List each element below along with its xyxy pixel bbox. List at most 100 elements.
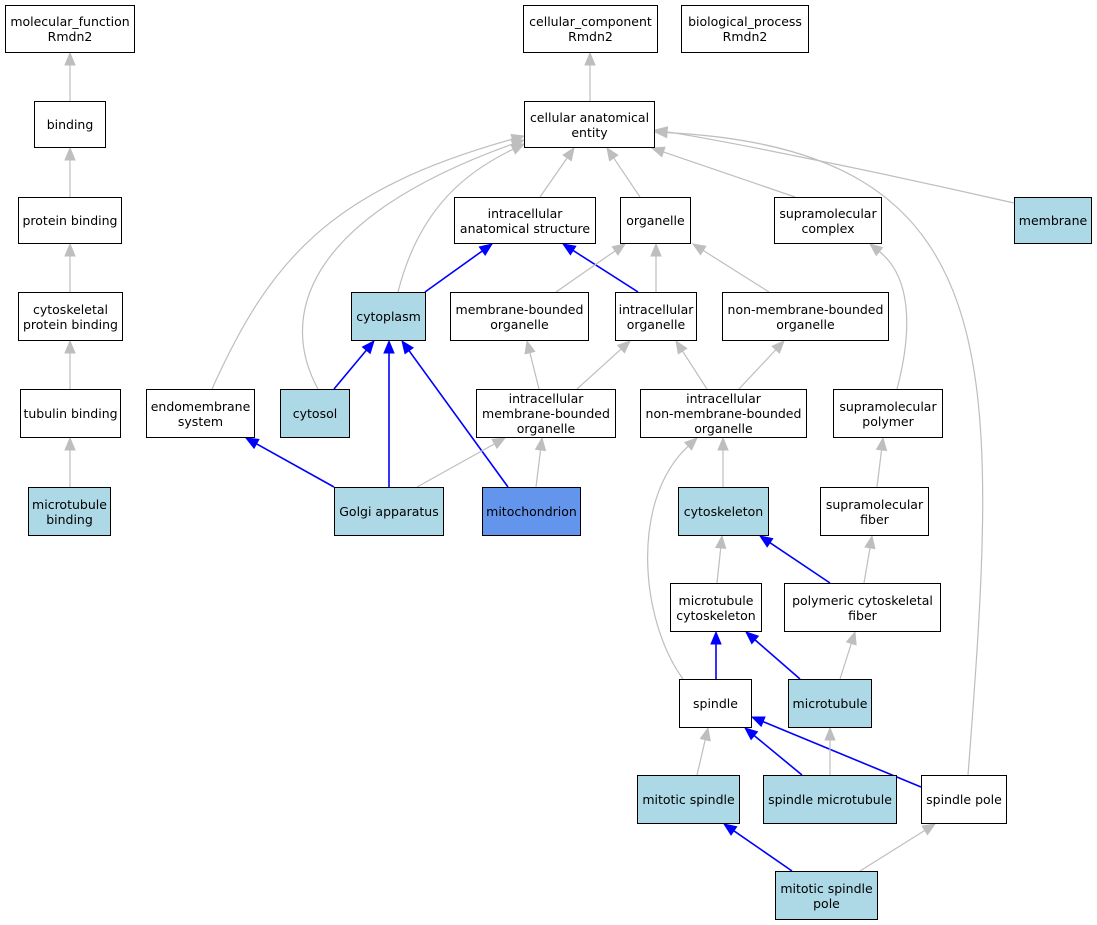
go-term-organelle[interactable]: organelle — [620, 197, 691, 244]
edge-microtubule-part-of-microtubule-cytoskeleton-arrowhead — [745, 631, 760, 645]
edge-mitochondrion-is-a-intracellular-membrane-bounded-organelle-line — [535, 449, 542, 488]
edge-polymeric-cytoskeletal-fiber-is-a-supramolecular-fiber-line — [863, 547, 871, 584]
edge-cytoplasm-is-a-cellular-anatomical-entity-line — [397, 148, 514, 293]
edge-golgi-apparatus-part-of-endomembrane-system-arrowhead — [244, 437, 260, 450]
go-term-label: pole — [813, 895, 840, 911]
edge-endomembrane-system-is-a-cellular-anatomical-entity — [211, 133, 526, 390]
go-term-label: molecular_function — [10, 14, 130, 29]
go-term-tubulin-binding[interactable]: tubulin binding — [20, 389, 121, 438]
edge-spindle-part-of-microtubule-cytoskeleton — [710, 630, 722, 679]
edge-organelle-is-a-cellular-anatomical-entity-arrowhead — [606, 146, 619, 162]
go-term-label: intracellular — [618, 301, 694, 317]
edge-binding-is-a-molecular-function — [64, 51, 76, 101]
go-term-microtubule[interactable]: microtubule — [788, 679, 872, 728]
edge-organelle-is-a-cellular-anatomical-entity-line — [613, 157, 641, 198]
edge-membrane-bounded-organelle-is-a-organelle-arrowhead — [611, 243, 627, 256]
edge-cytosol-is-a-cellular-anatomical-entity — [301, 138, 526, 390]
go-term-cytoskeleton[interactable]: cytoskeleton — [678, 487, 769, 536]
edge-cellular-anatomical-entity-is-a-cellular-component-arrowhead — [584, 51, 596, 66]
edge-polymeric-cytoskeletal-fiber-part-of-cytoskeleton — [758, 535, 831, 584]
edge-cytoskeletal-protein-binding-is-a-protein-binding — [64, 242, 76, 292]
edge-golgi-apparatus-part-of-cytoplasm-arrowhead — [383, 339, 395, 354]
edge-spindle-microtubule-part-of-spindle — [743, 727, 803, 776]
go-term-label: membrane-bounded — [482, 406, 610, 421]
go-term-label: fiber — [848, 607, 877, 623]
edge-intracellular-membrane-bounded-organelle-is-a-membrane-bounded-organelle — [524, 339, 540, 390]
go-term-label: membrane-bounded — [455, 301, 584, 317]
edge-intracellular-non-membrane-bounded-organelle-is-a-intracellular-organelle — [675, 339, 708, 390]
edge-supramolecular-complex-is-a-cellular-anatomical-entity — [650, 146, 796, 198]
edge-mitochondrion-is-a-intracellular-membrane-bounded-organelle — [534, 436, 547, 488]
edge-protein-binding-is-a-binding — [64, 146, 76, 197]
go-term-label: Rmdn2 — [568, 29, 613, 44]
go-term-label: fiber — [860, 511, 889, 527]
edge-intracellular-non-membrane-bounded-organelle-is-a-non-membrane-bounded-organelle-line — [738, 349, 777, 390]
edge-intracellular-membrane-bounded-organelle-is-a-membrane-bounded-organelle-line — [529, 352, 540, 390]
edge-non-membrane-bounded-organelle-is-a-organelle-line — [702, 249, 770, 293]
edge-endomembrane-system-is-a-cellular-anatomical-entity-arrowhead — [510, 133, 526, 145]
go-term-label: microtubule — [678, 592, 754, 608]
edge-mitotic-spindle-pole-is-a-spindle-pole-arrowhead — [921, 823, 937, 836]
edge-cytoplasm-part-of-intracellular-anatomical-structure-arrowhead — [478, 243, 494, 256]
edge-tubulin-binding-is-a-cytoskeletal-protein-binding — [64, 339, 76, 389]
go-term-label: cytoplasm — [356, 309, 421, 324]
edge-polymeric-cytoskeletal-fiber-is-a-supramolecular-fiber-arrowhead — [864, 534, 876, 550]
go-term-label: intracellular — [508, 391, 584, 406]
edge-cytoskeleton-is-a-intracellular-non-membrane-bounded-organelle-arrowhead — [717, 436, 729, 451]
edge-intracellular-membrane-bounded-organelle-is-a-intracellular-organelle-line — [576, 348, 622, 390]
go-term-spindle-pole[interactable]: spindle pole — [921, 775, 1007, 824]
go-term-spindle-microtubule[interactable]: spindle microtubule — [763, 775, 897, 824]
edge-organelle-is-a-cellular-anatomical-entity — [606, 146, 641, 198]
go-term-cytosol[interactable]: cytosol — [280, 389, 350, 438]
go-term-spindle[interactable]: spindle — [679, 679, 752, 728]
edge-golgi-apparatus-is-a-intracellular-membrane-bounded-organelle — [416, 437, 507, 488]
edge-intracellular-non-membrane-bounded-organelle-is-a-non-membrane-bounded-organelle-arrowhead — [771, 340, 785, 355]
edge-supramolecular-complex-is-a-cellular-anatomical-entity-arrowhead — [650, 146, 666, 158]
edge-intracellular-organelle-part-of-intracellular-anatomical-structure-arrowhead — [561, 243, 577, 256]
go-term-label: microtubule — [792, 696, 868, 711]
edge-supramolecular-fiber-is-a-supramolecular-polymer-arrowhead — [875, 436, 888, 452]
edge-microtubule-is-a-polymeric-cytoskeletal-fiber-line — [839, 643, 852, 680]
go-term-label: cytoskeletal — [32, 301, 108, 317]
edge-intracellular-anatomical-structure-is-a-cellular-anatomical-entity — [539, 146, 575, 198]
edge-mitotic-spindle-is-a-spindle — [696, 726, 711, 776]
go-term-binding[interactable]: binding — [34, 101, 106, 148]
edge-microtubule-binding-is-a-tubulin-binding-arrowhead — [64, 436, 76, 451]
edge-protein-binding-is-a-binding-arrowhead — [64, 146, 76, 161]
go-term-label: supramolecular — [825, 496, 924, 512]
edge-spindle-microtubule-part-of-spindle-line — [753, 735, 803, 776]
go-term-label: non-membrane-bounded — [645, 406, 802, 421]
go-term-golgi-apparatus[interactable]: Golgi apparatus — [334, 487, 444, 536]
edge-mitotic-spindle-pole-part-of-mitotic-spindle — [722, 823, 793, 872]
go-term-label: cytosol — [292, 406, 338, 421]
go-term-label: complex — [801, 220, 855, 236]
edge-spindle-is-a-intracellular-non-membrane-bounded-organelle-line — [647, 445, 689, 680]
go-term-membrane[interactable]: membrane — [1014, 197, 1092, 244]
go-term-protein-binding[interactable]: protein binding — [18, 197, 122, 244]
go-term-mitochondrion[interactable]: mitochondrion — [482, 487, 581, 536]
go-term-mitotic-spindle[interactable]: mitotic spindle — [637, 775, 740, 824]
edge-tubulin-binding-is-a-cytoskeletal-protein-binding-arrowhead — [64, 339, 76, 354]
go-term-label: entity — [571, 124, 608, 140]
edge-intracellular-organelle-part-of-intracellular-anatomical-structure — [561, 243, 639, 293]
go-term-cytoplasm[interactable]: cytoplasm — [351, 292, 426, 341]
